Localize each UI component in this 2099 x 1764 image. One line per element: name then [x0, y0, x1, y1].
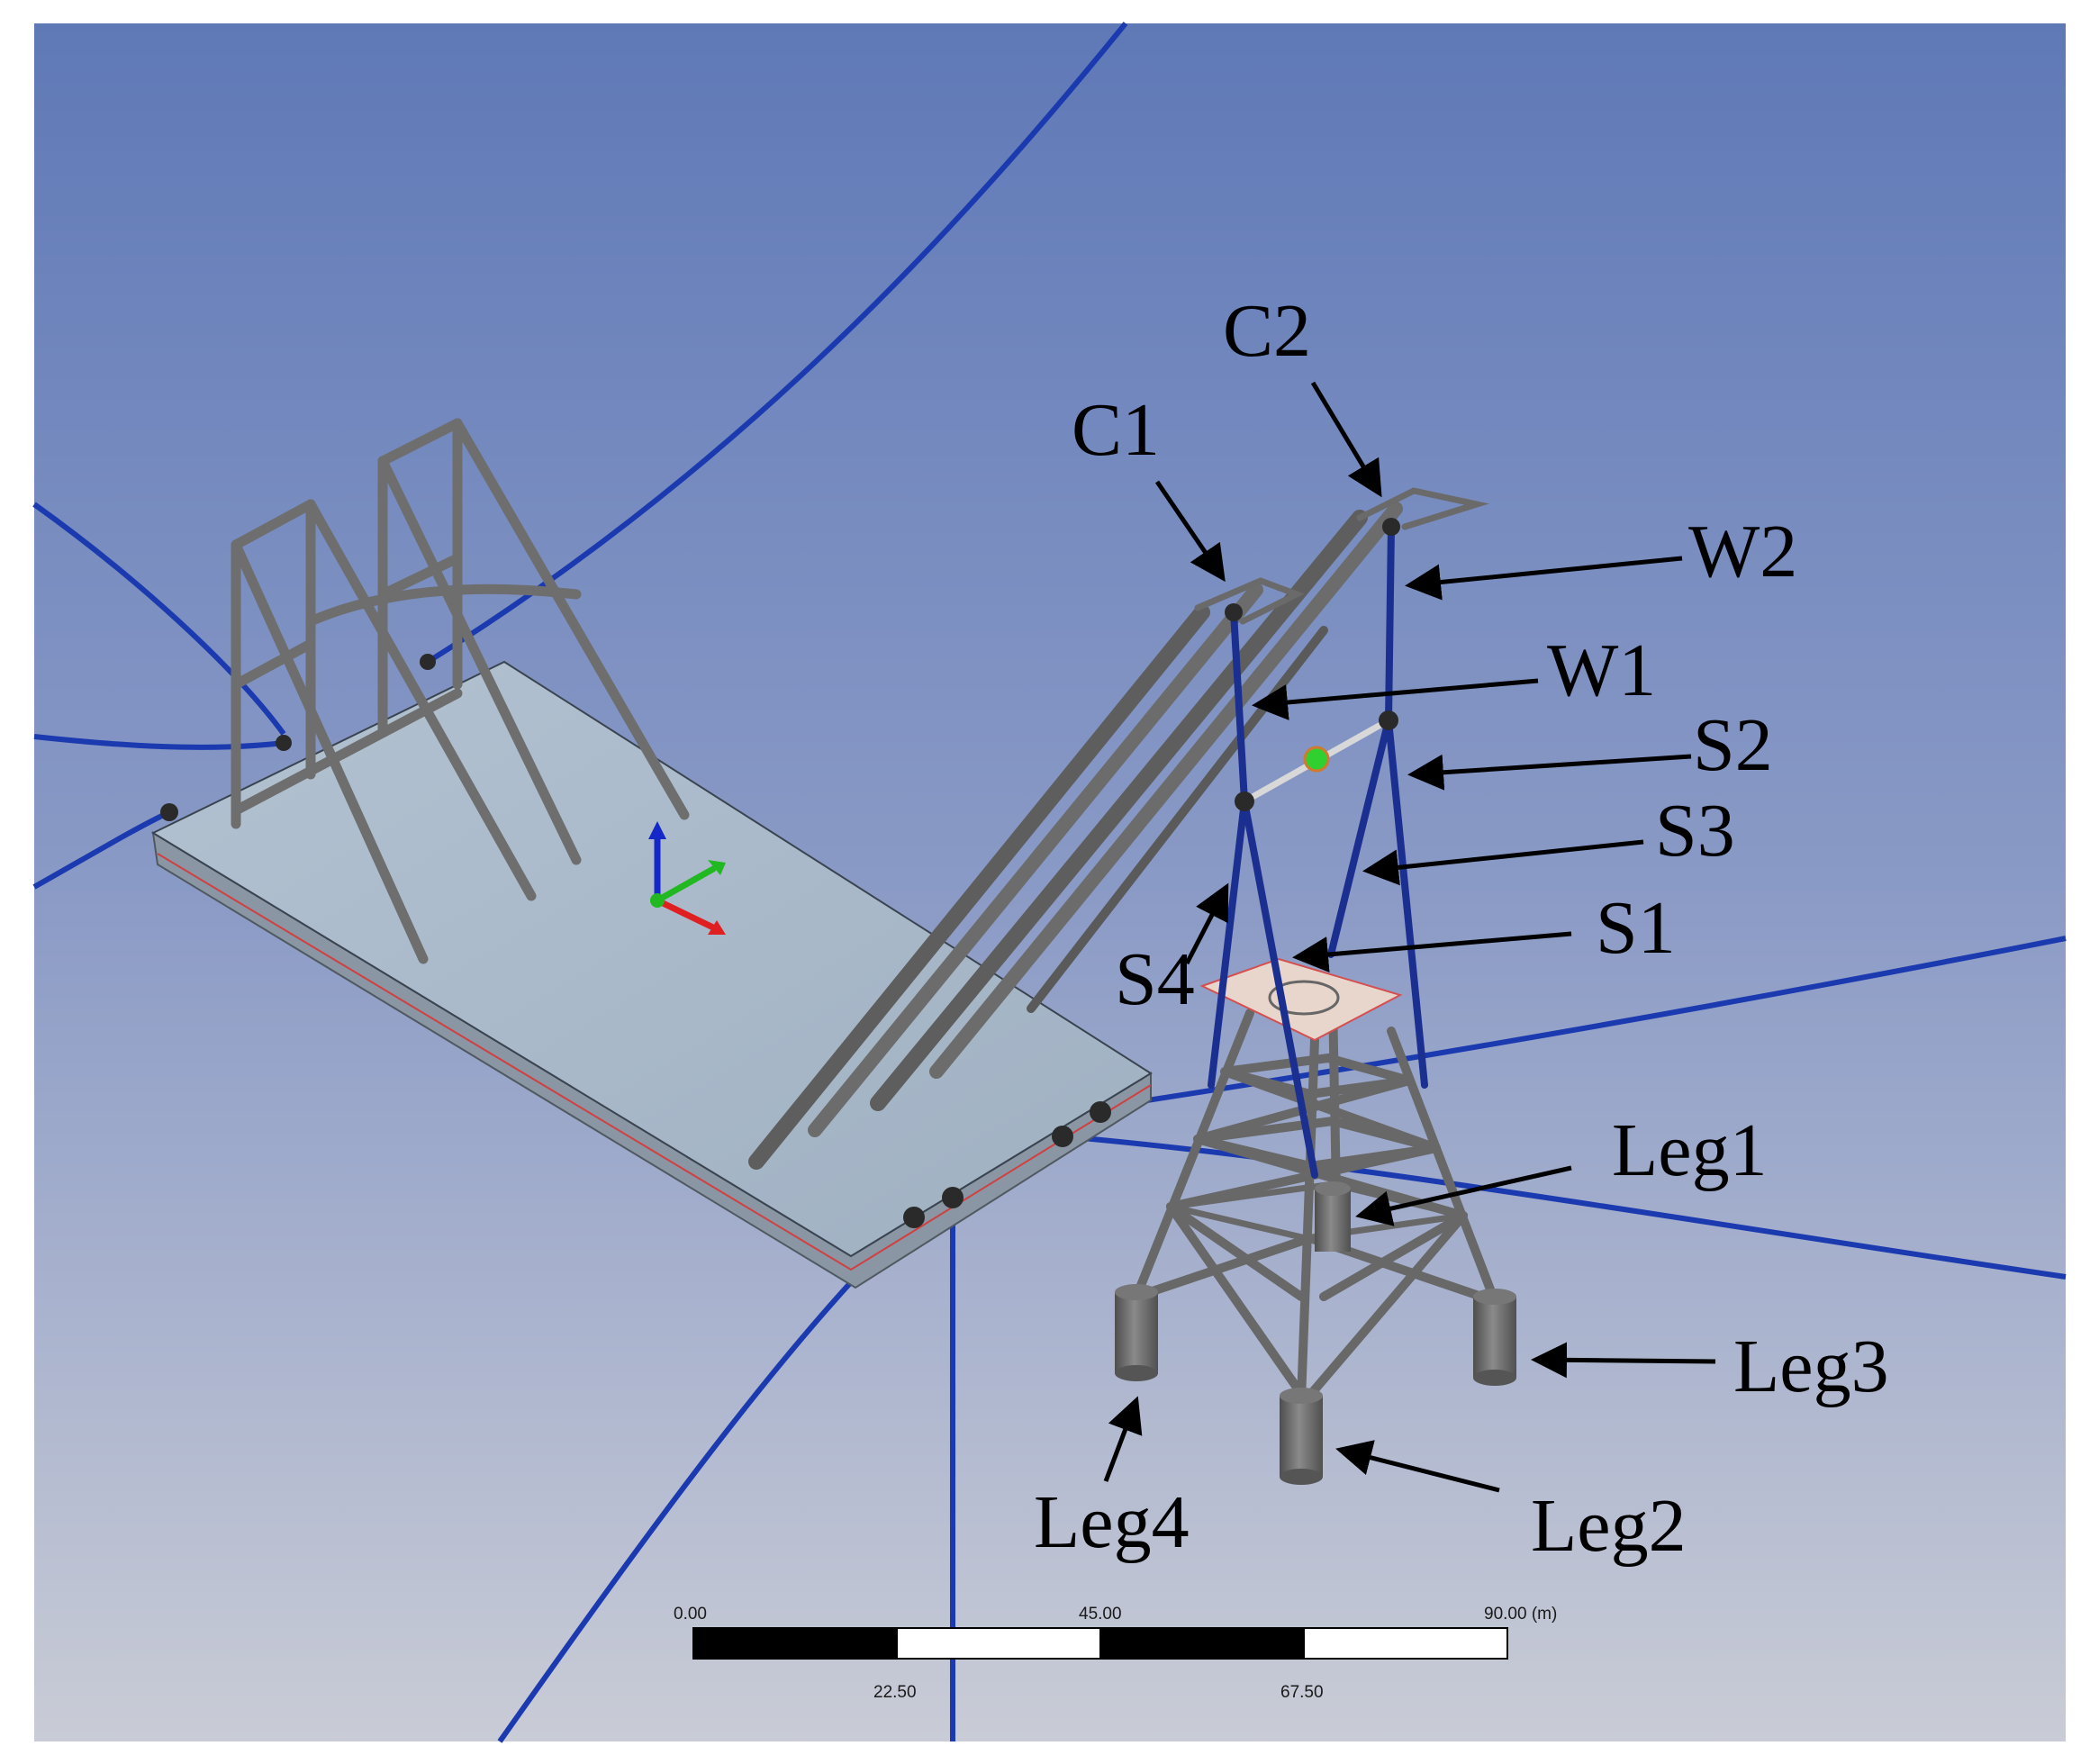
seafastening-frames [231, 418, 690, 964]
label-s4: S4 [1115, 937, 1195, 1021]
bucket-leg4 [1115, 1284, 1158, 1381]
sling-s1 [1208, 798, 1248, 1089]
frame-member [305, 499, 537, 901]
scale-tick-2: 45.00 [1079, 1605, 1122, 1624]
cog-marker [1303, 746, 1330, 773]
axis-y [654, 865, 717, 904]
jacket-brace [1220, 1067, 1441, 1153]
arrow-s3 [1362, 839, 1644, 886]
scale-seg-1 [692, 1627, 898, 1660]
arrow-w1 [1252, 678, 1539, 720]
spreader-bar [1243, 717, 1390, 805]
barge-waterline [157, 853, 1152, 1271]
mooring-line-left-upper [32, 502, 286, 736]
frame-member [231, 499, 316, 550]
arrow-s4 [1184, 882, 1229, 965]
arrow-w2 [1405, 556, 1683, 601]
label-leg2: Leg2 [1531, 1484, 1687, 1568]
mooring-line-right-upper [1099, 936, 2067, 1110]
frame-member [377, 418, 463, 466]
wire-w1 [1230, 609, 1248, 805]
boom-member [748, 604, 1210, 1170]
jacket-brace [1166, 1202, 1306, 1301]
scale-seg-3 [1099, 1627, 1305, 1660]
scale-seg-4 [1303, 1627, 1508, 1660]
boom-tip-c2 [1356, 487, 1489, 530]
barge [150, 660, 1153, 1289]
boom-tip-c1 [1194, 577, 1305, 625]
frame-member [231, 688, 463, 816]
sling-s3 [1327, 717, 1392, 958]
arrow-leg1 [1355, 1165, 1572, 1226]
label-s3: S3 [1655, 789, 1735, 873]
boom-member [808, 583, 1263, 1137]
jacket-brace [1301, 1211, 1468, 1405]
jacket-leg [1132, 1009, 1254, 1301]
bucket-leg1 [1315, 1181, 1351, 1252]
bucket-leg2 [1280, 1388, 1323, 1485]
scale-bar: 0.00 45.00 90.00 (m) 22.50 67.50 [674, 1605, 1557, 1702]
mooring-line-left-lower [32, 810, 171, 890]
annotation-arrows [1103, 381, 1716, 1493]
wire-w2 [1385, 523, 1395, 724]
scale-tick-3: 67.50 [1280, 1683, 1324, 1702]
label-c2: C2 [1223, 289, 1311, 373]
frame-member [305, 583, 582, 627]
suction-buckets [1115, 1181, 1516, 1485]
scale-tick-4: 90.00 (m) [1484, 1605, 1557, 1624]
mooring-line-left-mid [33, 734, 285, 750]
sling-s4 [1241, 798, 1318, 1179]
transition-piece [1199, 957, 1403, 1042]
axis-x [654, 897, 717, 931]
label-leg1: Leg1 [1612, 1108, 1768, 1192]
connection-nodes [160, 518, 1400, 1228]
tp-opening [1268, 980, 1340, 1016]
frame-member [231, 539, 429, 964]
scale-tick-1: 22.50 [873, 1683, 917, 1702]
boom-member [929, 502, 1403, 1079]
frame-member [377, 456, 582, 865]
inclined-boom [748, 487, 1489, 1170]
label-s1: S1 [1596, 886, 1676, 970]
label-w2: W2 [1688, 510, 1797, 593]
sling-s2 [1385, 717, 1428, 1089]
arrow-leg3 [1531, 1342, 1716, 1379]
frame-member [452, 418, 690, 820]
boom-member [870, 510, 1368, 1111]
scale-tick-0: 0.00 [674, 1605, 707, 1624]
arrow-c1 [1154, 480, 1226, 583]
frame-member [377, 553, 463, 600]
label-s2: S2 [1693, 703, 1773, 787]
label-leg3: Leg3 [1733, 1325, 1889, 1408]
label-w1: W1 [1547, 629, 1656, 712]
arrow-leg2 [1335, 1440, 1500, 1493]
arrow-c2 [1310, 381, 1382, 498]
jacket-brace [1166, 1202, 1310, 1405]
jacket-brace [1132, 1234, 1315, 1301]
lifting-rigging [1208, 523, 1428, 1179]
label-c1: C1 [1072, 388, 1160, 472]
frame-member [231, 638, 316, 690]
scale-seg-2 [896, 1627, 1101, 1660]
jacket-brace [1319, 1211, 1468, 1301]
jacket-brace [1166, 1144, 1441, 1211]
arrow-s1 [1292, 931, 1572, 972]
arrow-leg4 [1103, 1396, 1143, 1482]
label-leg4: Leg4 [1034, 1480, 1190, 1564]
coordinate-triad [648, 821, 726, 935]
annotation-labels: C1 C2 W2 W1 S2 S3 S1 S4 Leg1 Leg3 Leg2 L… [1034, 289, 1889, 1568]
mooring-line-top [426, 22, 1128, 665]
tp-plate [1199, 957, 1403, 1042]
bucket-leg3 [1473, 1289, 1516, 1386]
arrow-s2 [1407, 754, 1692, 791]
